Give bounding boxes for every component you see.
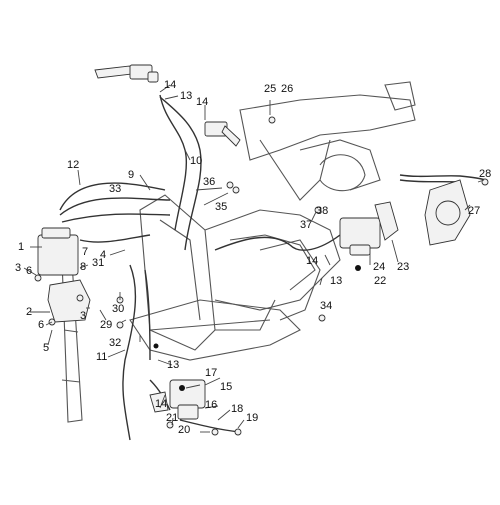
callout-30: 30 (112, 303, 125, 315)
callout-3a: 3 (15, 262, 22, 274)
legend-dot-22 (355, 265, 361, 271)
front-caliper (149, 379, 206, 420)
callout-25: 25 (264, 83, 277, 95)
callout-27: 27 (468, 205, 481, 217)
callout-18: 18 (231, 403, 244, 415)
rear-caliper (339, 201, 399, 256)
callout-14a: 14 (164, 79, 177, 91)
callout-32: 32 (109, 337, 122, 349)
brake-hoses (59, 94, 486, 441)
callout-13a: 13 (180, 90, 193, 102)
legend-dot-15 (179, 385, 185, 391)
callout-14c: 14 (155, 398, 168, 410)
callout-3b: 3 (80, 310, 87, 322)
callout-38: 38 (316, 205, 329, 217)
callout-1: 1 (18, 241, 25, 253)
callout-12: 12 (67, 159, 80, 171)
callout-14b: 14 (196, 96, 209, 108)
callout-26: 26 (281, 83, 294, 95)
callout-22: 22 (374, 275, 387, 287)
callout-8: 8 (80, 261, 87, 273)
callout-14d: 14 (306, 255, 319, 267)
abs-modulator (37, 227, 91, 323)
callout-33: 33 (109, 183, 122, 195)
callout-28: 28 (479, 168, 492, 180)
callout-10: 10 (190, 155, 203, 167)
callout-37: 37 (300, 219, 313, 231)
callout-20: 20 (178, 424, 191, 436)
callout-15: 15 (220, 381, 233, 393)
fasteners (34, 116, 489, 436)
callout-13b: 13 (167, 359, 180, 371)
callout-7: 7 (82, 246, 89, 258)
rear-disc (424, 179, 471, 246)
callout-2: 2 (26, 306, 33, 318)
callout-5: 5 (43, 342, 50, 354)
callout-16: 16 (205, 399, 218, 411)
callout-13c: 13 (330, 275, 343, 287)
leader-lines (23, 84, 485, 433)
callout-29: 29 (100, 319, 113, 331)
callout-9: 9 (128, 169, 135, 181)
callout-35: 35 (215, 201, 228, 213)
callout-6b: 6 (38, 319, 45, 331)
callout-4: 4 (100, 249, 107, 261)
callout-21: 21 (166, 412, 179, 424)
callout-6a: 6 (26, 265, 33, 277)
callout-23: 23 (397, 261, 410, 273)
callout-31: 31 (92, 257, 105, 269)
callout-34: 34 (320, 300, 333, 312)
callout-17: 17 (205, 367, 218, 379)
scooter-frame (61, 81, 416, 423)
rear-master-cylinder (204, 121, 241, 147)
callout-24: 24 (373, 261, 386, 273)
callout-19: 19 (246, 412, 259, 424)
legend-dot-32 (153, 343, 159, 349)
callout-36: 36 (203, 176, 216, 188)
front-master-cylinder (94, 64, 159, 83)
callout-11: 11 (96, 351, 108, 363)
